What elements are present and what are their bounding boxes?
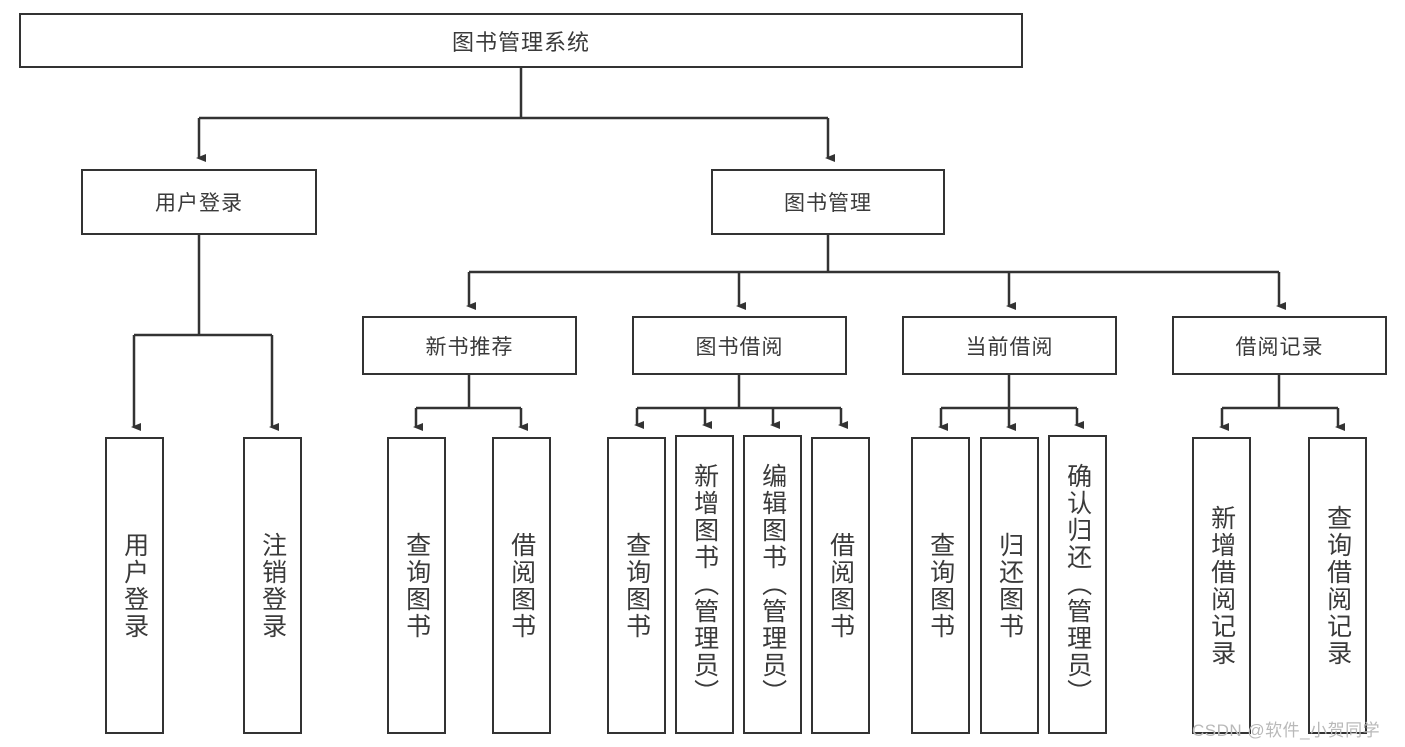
node-current-borrow[interactable]: 当前借阅 [902,316,1117,375]
leaf-current-query-book[interactable]: 查询图书 [911,437,970,734]
leaf-borrow-edit-book[interactable]: 编辑图书（管理员） [743,435,802,734]
node-label: 用户登录 [120,531,149,640]
leaf-borrow-query-book[interactable]: 查询图书 [607,437,666,734]
node-label: 借阅图书 [507,531,536,640]
node-label: 新增借阅记录 [1207,504,1236,667]
node-label: 查询图书 [402,531,431,640]
leaf-current-return-book[interactable]: 归还图书 [980,437,1039,734]
node-label: 借阅记录 [1235,335,1324,359]
node-label: 用户登录 [155,192,243,215]
node-label: 新书推荐 [425,335,514,359]
leaf-borrow-add-book[interactable]: 新增图书（管理员） [675,435,734,734]
node-label: 查询图书 [622,531,651,640]
leaf-recommend-borrow-book[interactable]: 借阅图书 [492,437,551,734]
node-user-login[interactable]: 用户登录 [81,169,317,235]
leaf-user-login[interactable]: 用户登录 [105,437,164,734]
node-label: 新增图书（管理员） [690,463,719,706]
node-root-system[interactable]: 图书管理系统 [19,13,1023,68]
node-label: 注销登录 [258,531,287,640]
node-label: 查询借阅记录 [1323,504,1352,667]
node-book-borrow[interactable]: 图书借阅 [632,316,847,375]
leaf-recommend-query-book[interactable]: 查询图书 [387,437,446,734]
node-label: 图书管理系统 [451,29,590,55]
watermark-text: CSDN @软件_小贺同学 [1192,721,1381,740]
node-borrow-record[interactable]: 借阅记录 [1172,316,1387,375]
node-label: 查询图书 [926,531,955,640]
leaf-user-logout[interactable]: 注销登录 [243,437,302,734]
node-label: 图书管理 [784,192,872,215]
leaf-borrow-borrow-book[interactable]: 借阅图书 [811,437,870,734]
node-book-management[interactable]: 图书管理 [711,169,945,235]
node-label: 确认归还（管理员） [1063,463,1092,706]
node-label: 图书借阅 [695,335,784,359]
leaf-record-add[interactable]: 新增借阅记录 [1192,437,1251,734]
leaf-record-query[interactable]: 查询借阅记录 [1308,437,1367,734]
node-label: 借阅图书 [826,531,855,640]
node-label: 归还图书 [995,531,1024,640]
node-new-book-recommend[interactable]: 新书推荐 [362,316,577,375]
node-label: 编辑图书（管理员） [758,463,787,706]
node-label: 当前借阅 [965,335,1054,359]
leaf-current-confirm-return[interactable]: 确认归还（管理员） [1048,435,1107,734]
